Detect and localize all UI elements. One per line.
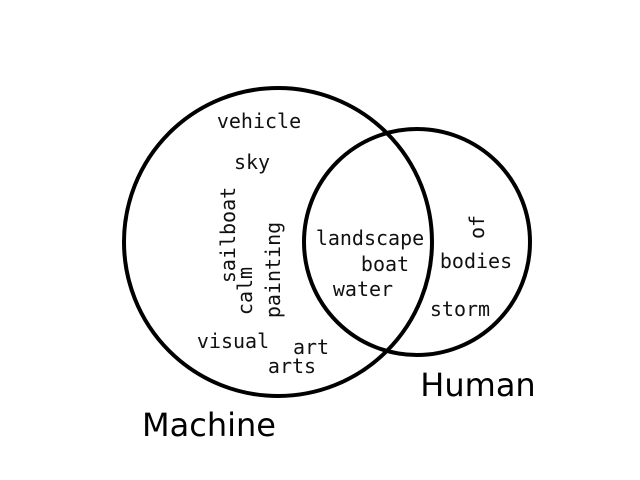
word-human-only: storm xyxy=(430,297,490,321)
word-machine-only: visual xyxy=(197,329,269,353)
word-machine-only: vehicle xyxy=(217,109,301,133)
word-machine-only: sailboat xyxy=(216,187,240,283)
machine-set-label: Machine xyxy=(142,406,276,444)
human-set-circle xyxy=(302,127,532,357)
word-machine-only: sky xyxy=(234,150,270,174)
word-machine-only: calm xyxy=(233,267,257,315)
word-machine-only: art xyxy=(293,335,329,359)
word-human-only: of xyxy=(465,215,489,239)
human-set-label: Human xyxy=(420,366,535,404)
word-machine-only: arts xyxy=(268,354,316,378)
word-intersection: landscape xyxy=(316,226,424,250)
word-human-only: bodies xyxy=(440,249,512,273)
word-intersection: water xyxy=(333,277,393,301)
word-machine-only: painting xyxy=(261,222,285,318)
machine-set-circle xyxy=(122,86,434,398)
word-intersection: boat xyxy=(361,252,409,276)
